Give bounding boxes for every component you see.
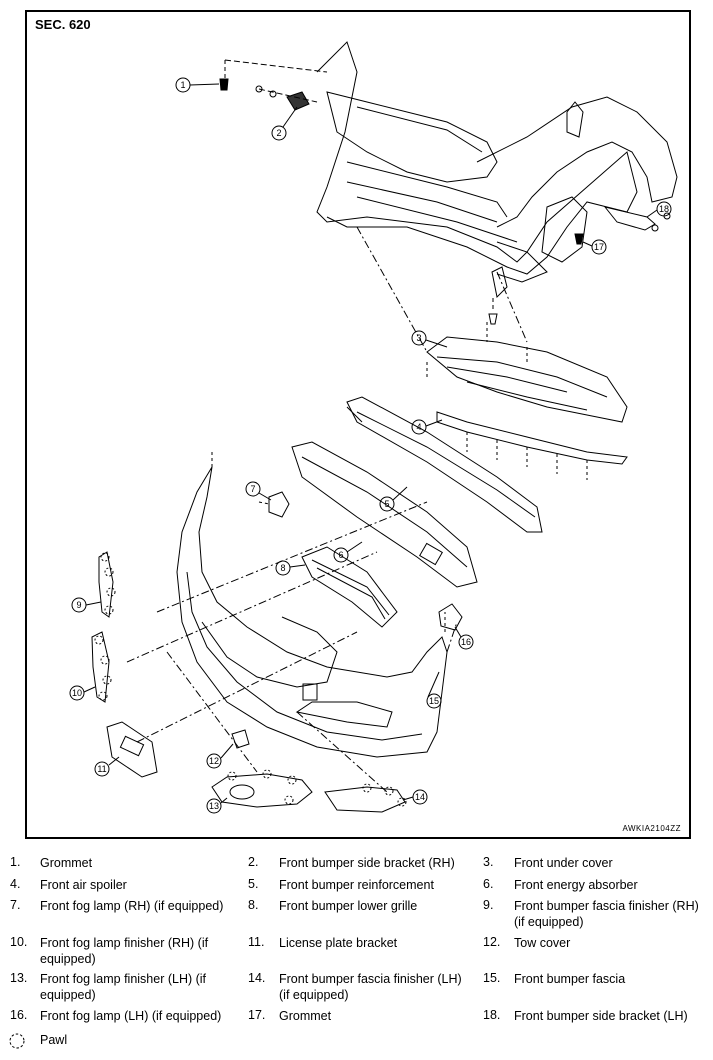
callout-8: 8 [280,563,285,573]
callout-1: 1 [180,80,185,90]
callout-16: 16 [461,637,471,647]
license-plate-bracket-drawing [106,721,158,778]
callout-13: 13 [209,801,219,811]
section-label: SEC. 620 [35,17,91,32]
exploded-diagram-frame: SEC. 620 [25,10,691,839]
callout-11: 11 [97,764,106,774]
callout-15: 15 [429,696,439,706]
fascia-finisher-rh-drawing [98,551,116,618]
fog-lamp-lh-drawing [438,603,463,631]
front-bumper-fascia-drawing [176,452,448,758]
callout-9: 9 [76,600,81,610]
callout-2: 2 [276,128,281,138]
energy-absorber-drawing [291,441,478,588]
alignment-lines [126,226,528,793]
vehicle-body-structure [316,41,678,325]
callout-10: 10 [72,688,82,698]
fog-lamp-rh-drawing [258,491,290,518]
lower-grille-drawing [301,546,398,628]
callout-18: 18 [659,204,669,214]
tow-cover-drawing [231,729,250,749]
pawl-label: Pawl [40,1033,68,1047]
callout-6: 6 [338,550,343,560]
callout-17: 17 [594,242,604,252]
pawl-icon [9,1033,25,1049]
exploded-diagram: 1 2 3 4 5 6 7 8 9 10 11 12 13 1 [69,41,678,814]
callout-5: 5 [384,499,389,509]
callout-4: 4 [416,422,421,432]
bumper-reinforcement-drawing [346,396,543,533]
grommet-and-bracket-fasteners [219,59,328,111]
callout-7: 7 [250,484,255,494]
front-under-cover-drawing [426,322,628,423]
callout-14: 14 [415,792,425,802]
callout-12: 12 [209,756,219,766]
front-air-spoiler-drawing [436,411,628,480]
figure-code: AWKIA2104ZZ [622,824,681,833]
fog-lamp-finisher-rh-drawing [91,631,112,703]
callouts: 1 2 3 4 5 6 7 8 9 10 11 12 13 1 [69,77,672,814]
callout-3: 3 [416,333,421,343]
fog-lamp-finisher-lh-drawing [211,769,313,808]
fascia-finisher-lh-drawing [324,783,407,813]
